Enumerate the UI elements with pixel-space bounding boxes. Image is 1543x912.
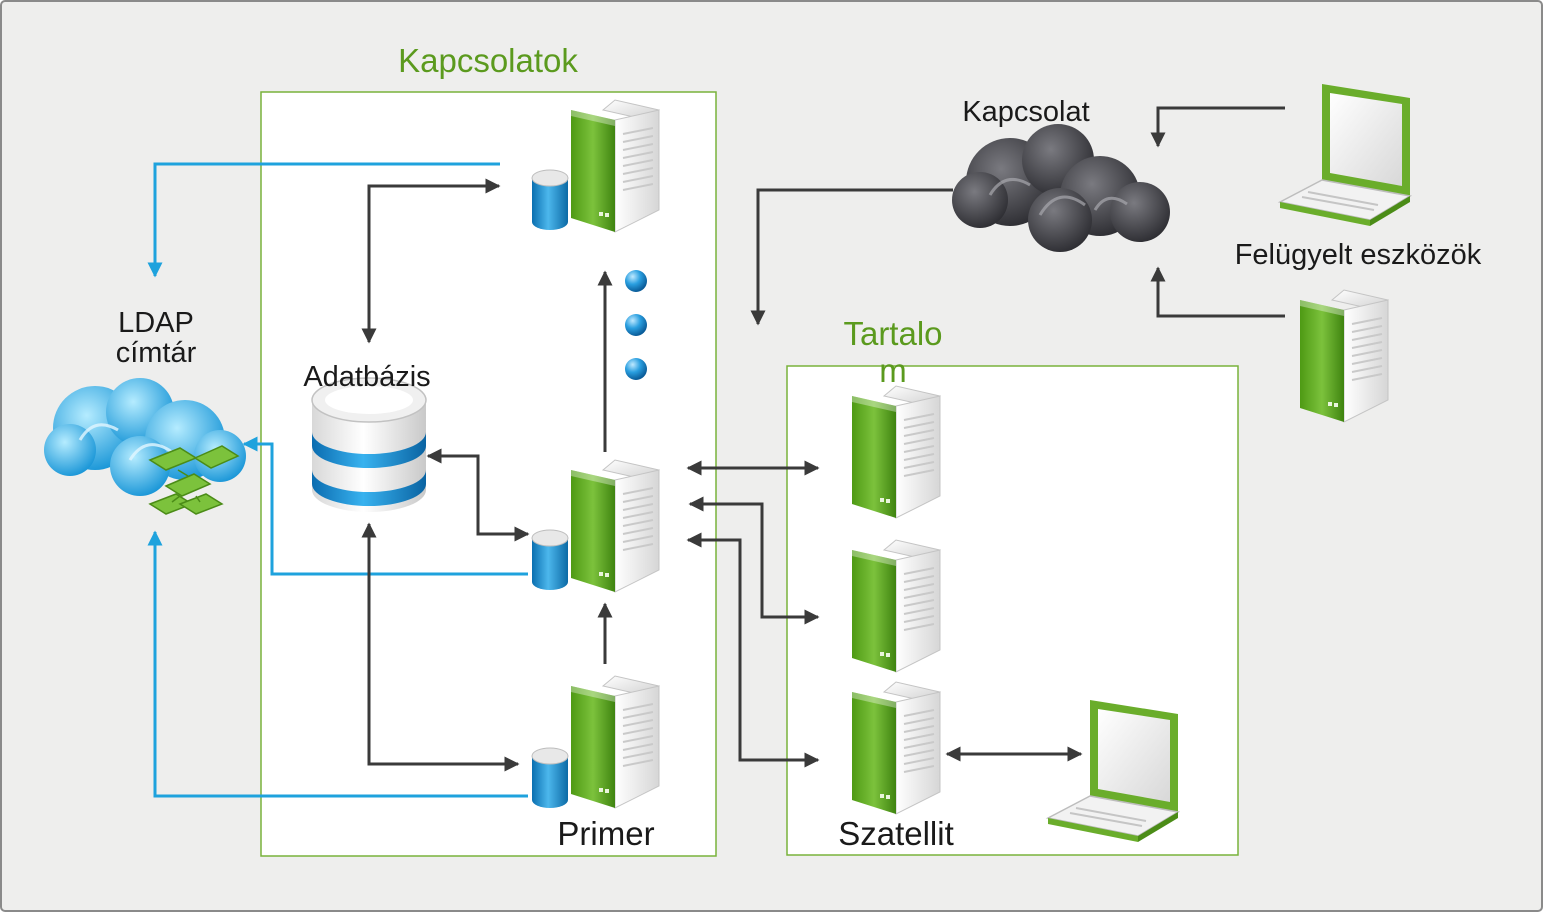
server-to-cloud-arrow [1150,266,1285,318]
db-to-top-server-arrow [361,178,501,344]
laptop-to-cloud-arrow [1150,106,1285,148]
cloud-label: Kapcsolat [962,96,1089,128]
ldap-directory-icon [44,378,246,515]
content-box-title-line2: m [879,352,907,389]
satellite-label: Szatellit [838,815,954,852]
more-servers-ellipsis-icon [625,270,647,380]
connections-box-title: Kapcsolatok [398,42,578,79]
cloud-icon [952,124,1170,252]
ldap-arrow-top [147,162,500,278]
satellite-server [851,681,941,815]
content-server-2 [851,539,941,673]
database-label: Adatbázis [303,361,430,393]
data-connectors [361,106,1285,772]
cloud-to-content-arrow [750,188,953,326]
managed-devices-label: Felügyelt eszközök [1235,239,1482,271]
primary-label: Primer [557,815,654,852]
mid-to-satellite-arrow [686,532,820,768]
ldap-arrow-bottom [147,530,528,798]
db-to-primary-arrow [361,522,520,772]
content-box-title-line1: Tartalo [843,315,942,352]
managed-server [1299,289,1389,423]
ldap-label-line1: LDAP [118,307,194,339]
database-icon [311,377,427,512]
content-server-1 [851,385,941,519]
ldap-label-line2: címtár [116,337,197,369]
